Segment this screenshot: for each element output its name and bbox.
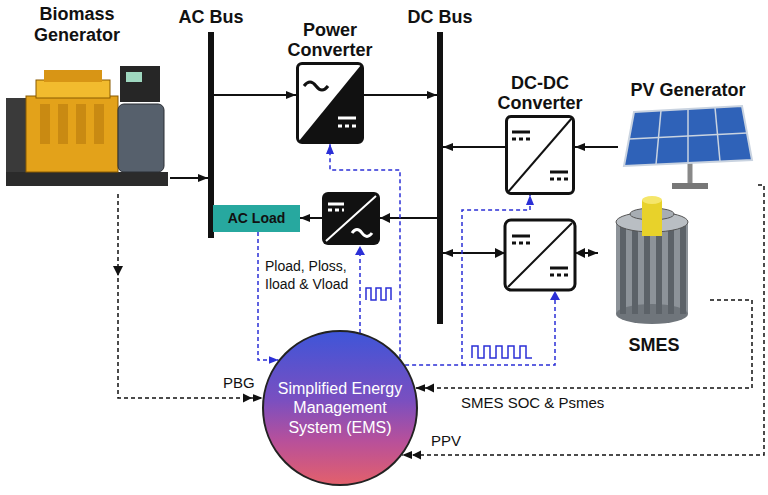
dc-bus-bar-label: DC Bus bbox=[407, 7, 472, 28]
arrowhead bbox=[113, 266, 123, 276]
ac-load-box: AC Load bbox=[213, 205, 300, 232]
arrowhead bbox=[380, 213, 390, 223]
smes-coil bbox=[680, 226, 686, 314]
measurement-line bbox=[415, 300, 752, 388]
dc-symbol bbox=[550, 274, 568, 277]
generator-radiator bbox=[6, 98, 26, 172]
measurement-line bbox=[402, 185, 764, 455]
bidirectional-converter-symbol bbox=[505, 220, 575, 290]
alternator bbox=[118, 104, 164, 172]
smes-figure bbox=[616, 196, 688, 324]
signal-label: PPV bbox=[430, 432, 462, 450]
dc-dc-converter-symbol bbox=[506, 116, 574, 194]
control-signal-line bbox=[330, 144, 400, 358]
engine-rib bbox=[76, 104, 86, 144]
dc-symbol bbox=[328, 209, 344, 212]
signal-label: SMES SOC & Psmes bbox=[460, 394, 605, 412]
panel-foot bbox=[672, 183, 708, 189]
pwm-pulse-symbol bbox=[472, 346, 532, 358]
signal-label: PBG bbox=[222, 374, 256, 392]
smes-coil bbox=[632, 226, 638, 314]
smes-core-top bbox=[642, 196, 662, 204]
dc-bus-bar: DC Bus bbox=[437, 32, 443, 324]
power-converter-box: Power Converter bbox=[296, 62, 364, 144]
engine-top bbox=[36, 80, 110, 98]
dc-symbol bbox=[328, 203, 344, 206]
power-converter-symbol bbox=[297, 63, 363, 143]
power-flow-arrow bbox=[364, 94, 437, 96]
smes-core bbox=[642, 200, 662, 236]
arrowhead bbox=[355, 246, 365, 255]
smes: SMES bbox=[598, 196, 710, 358]
engine-rib bbox=[40, 104, 50, 144]
engine-rib bbox=[58, 104, 68, 144]
control-line bbox=[462, 300, 555, 365]
power-flow-arrow bbox=[214, 94, 296, 96]
control-panel bbox=[120, 66, 160, 102]
dc-symbol bbox=[512, 138, 530, 141]
converter-dark-half bbox=[299, 65, 361, 141]
power-converter-box-label: Power Converter bbox=[275, 20, 385, 61]
arrowhead bbox=[550, 291, 560, 300]
ac-symbol bbox=[304, 82, 328, 90]
converter-box bbox=[505, 220, 575, 290]
smes-coil bbox=[668, 226, 674, 314]
dc-symbol bbox=[550, 178, 568, 181]
power-flow-arrow bbox=[443, 146, 505, 148]
arrowhead bbox=[243, 394, 252, 403]
inverter-diagonal bbox=[326, 196, 376, 241]
ac-load-box-label: AC Load bbox=[228, 210, 286, 227]
converter-fill bbox=[297, 63, 363, 143]
solar-panel bbox=[624, 106, 752, 166]
smes-coil bbox=[656, 226, 662, 314]
power-flow-arrow bbox=[170, 177, 208, 179]
biomass-generator: Biomass Generator bbox=[2, 4, 170, 194]
generator-base bbox=[6, 172, 168, 186]
ac-bus-bar-label: AC Bus bbox=[178, 7, 243, 28]
signal-label: Pload, Ploss, Iload & Vload bbox=[264, 258, 356, 293]
smes-label: SMES bbox=[598, 335, 710, 356]
dc-symbol bbox=[338, 117, 356, 120]
dc-symbol bbox=[512, 242, 530, 245]
power-flow-arrow bbox=[575, 146, 618, 148]
biomass-generator-label: Biomass Generator bbox=[2, 4, 152, 45]
control-line bbox=[359, 255, 361, 333]
dc-dc-converter-box-label: DC-DC Converter bbox=[490, 73, 590, 114]
inverter-box bbox=[322, 192, 380, 245]
dc-symbol bbox=[550, 171, 568, 174]
panel-grid bbox=[629, 133, 747, 139]
arrowhead bbox=[495, 248, 505, 258]
pv-generator: PV Generator bbox=[618, 80, 758, 192]
smes-bottom bbox=[616, 304, 688, 324]
converter-fill bbox=[506, 116, 574, 194]
pv-panel-figure bbox=[624, 106, 752, 189]
ac-symbol bbox=[352, 230, 372, 237]
arrowhead bbox=[412, 451, 421, 460]
arrowhead bbox=[575, 248, 585, 258]
pv-generator-label: PV Generator bbox=[618, 80, 758, 101]
pwm-pulse-symbol bbox=[366, 288, 391, 300]
dc-symbol bbox=[338, 125, 356, 128]
engine-rib bbox=[94, 104, 104, 144]
panel-screen bbox=[126, 72, 142, 82]
arrowhead bbox=[425, 384, 434, 393]
inverter-symbol bbox=[322, 192, 380, 245]
dc-dc-converter-box: DC-DC Converter bbox=[505, 115, 575, 195]
ems-circle-label: Simplified Energy Management System (EMS… bbox=[272, 379, 408, 437]
dc-symbol bbox=[512, 235, 530, 238]
converter-diagonal bbox=[508, 118, 572, 192]
smes-coil bbox=[644, 226, 650, 314]
dc-symbol bbox=[512, 131, 530, 134]
engine-cover bbox=[44, 70, 102, 82]
ems-circle: Simplified Energy Management System (EMS… bbox=[262, 330, 418, 486]
smes-coil bbox=[620, 226, 626, 314]
dc-symbol bbox=[550, 267, 568, 270]
control-signal-line bbox=[258, 232, 279, 360]
biomass-generator-figure bbox=[6, 66, 168, 186]
converter-diagonal bbox=[508, 223, 572, 287]
engine-block bbox=[26, 96, 118, 172]
